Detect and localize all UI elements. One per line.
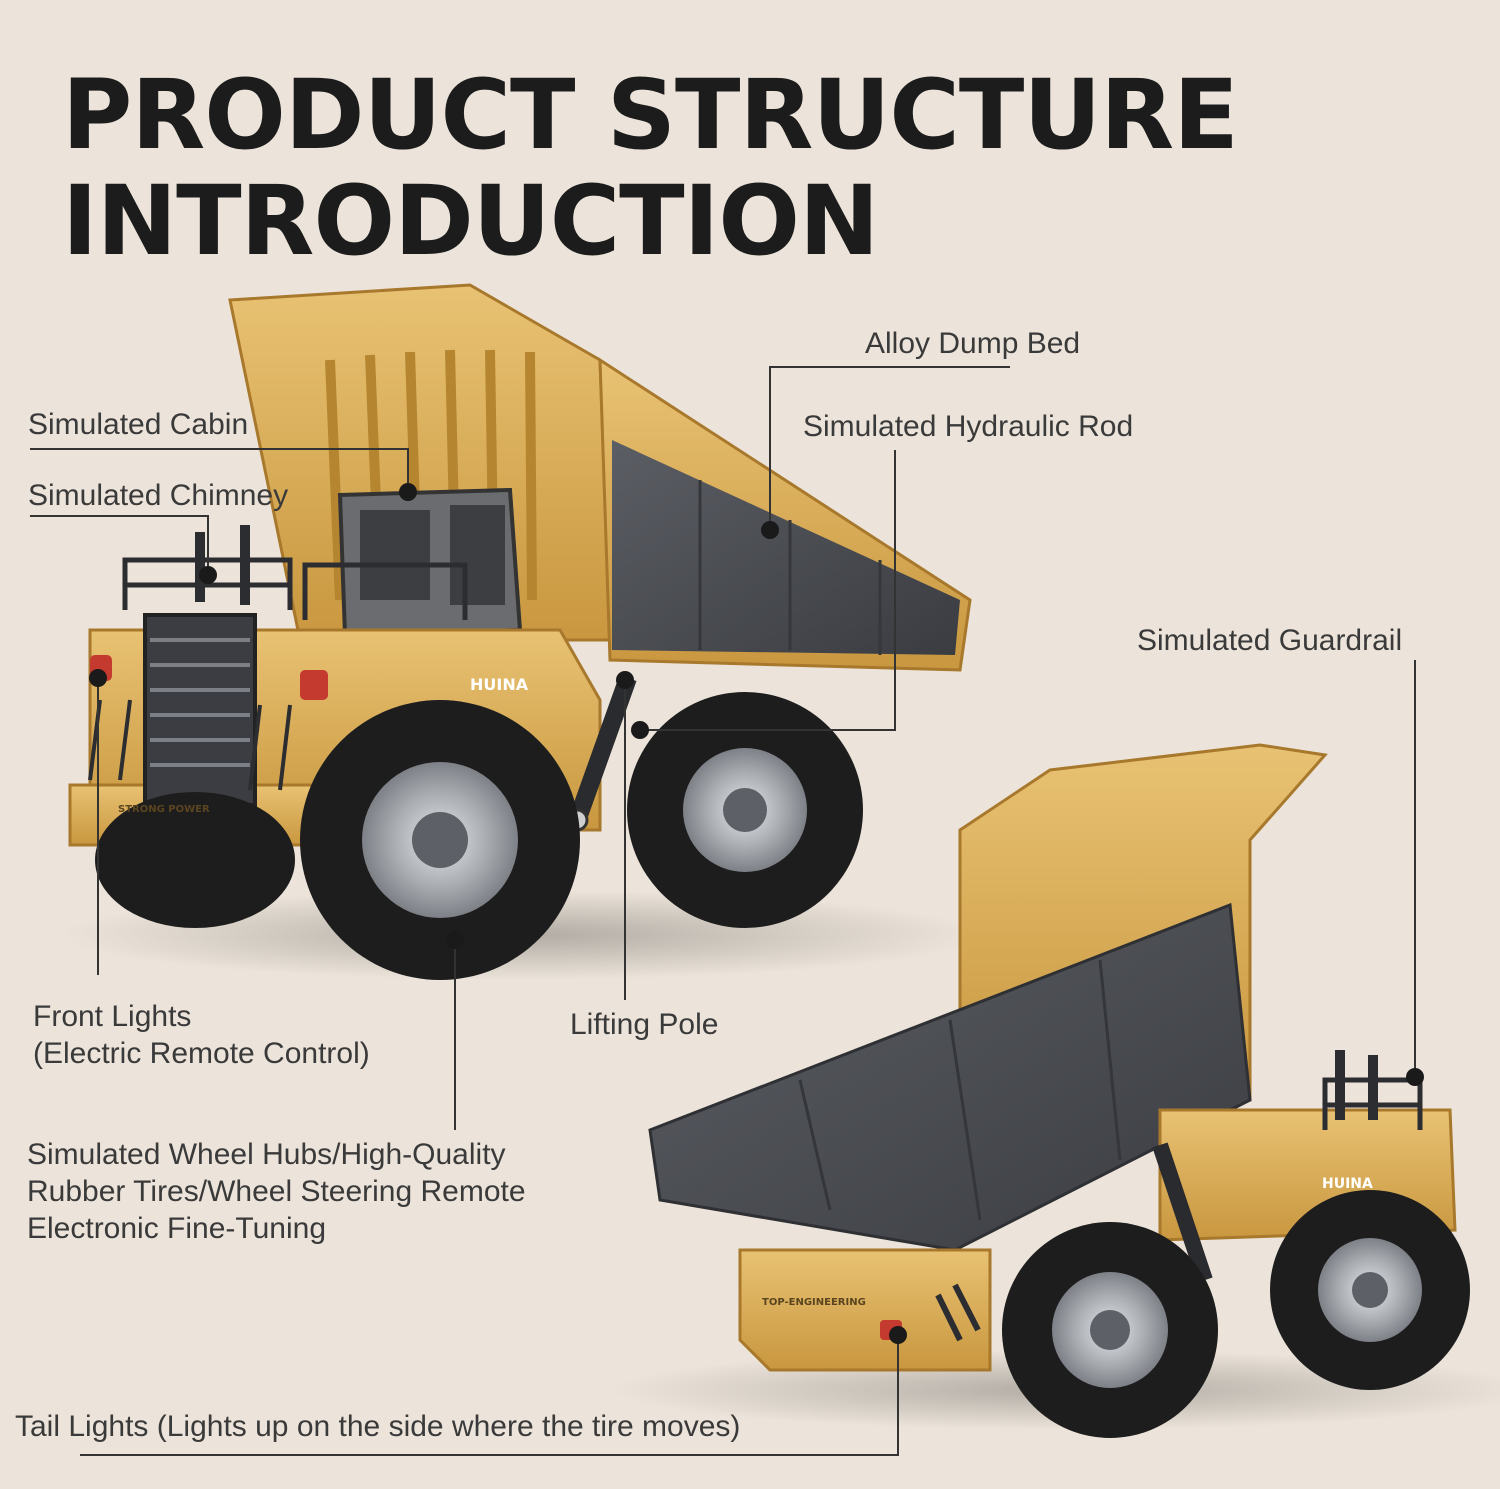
rear-truck-lifting-pole bbox=[1152, 1142, 1213, 1283]
rear-truck-dump-bed bbox=[648, 743, 1328, 1252]
callout-wheel-hubs-line2: Rubber Tires/Wheel Steering Remote bbox=[27, 1175, 526, 1208]
dot-wheel-hubs bbox=[446, 931, 464, 949]
callout-wheel-hubs: Simulated Wheel Hubs/High-Quality Rubber… bbox=[27, 1136, 526, 1247]
dot-simulated-cabin bbox=[399, 483, 417, 501]
dot-tail-lights bbox=[889, 1326, 907, 1344]
callout-tail-lights: Tail Lights (Lights up on the side where… bbox=[15, 1410, 741, 1443]
dot-hydraulic-rod bbox=[631, 721, 649, 739]
front-truck-dump-bed bbox=[228, 283, 972, 672]
callout-simulated-chimney: Simulated Chimney bbox=[28, 479, 289, 512]
rear-view-truck: HUINA TOP-ENGINEERING bbox=[610, 743, 1500, 1438]
callout-front-lights-line1: Front Lights bbox=[33, 1000, 192, 1033]
callout-simulated-cabin: Simulated Cabin bbox=[28, 408, 249, 441]
front-bumper-decal: STRONG POWER bbox=[118, 804, 210, 815]
front-truck-wheels bbox=[95, 692, 863, 980]
callout-simulated-guardrail: Simulated Guardrail bbox=[1137, 624, 1403, 657]
rear-brand-decal: HUINA bbox=[1322, 1176, 1373, 1192]
dot-simulated-guardrail bbox=[1406, 1068, 1424, 1086]
callout-wheel-hubs-line1: Simulated Wheel Hubs/High-Quality bbox=[27, 1138, 506, 1171]
rear-bumper-decal: TOP-ENGINEERING bbox=[762, 1297, 866, 1308]
dot-lifting-pole bbox=[616, 671, 634, 689]
callout-leader-lines bbox=[30, 366, 1416, 1456]
callout-front-lights: Front Lights (Electric Remote Control) bbox=[33, 998, 370, 1072]
front-view-truck: HUINA STRONG POWER bbox=[60, 283, 980, 980]
page-title-line1: PRODUCT STRUCTURE bbox=[62, 59, 1239, 171]
callout-alloy-dump-bed: Alloy Dump Bed bbox=[865, 327, 1081, 360]
callout-lifting-pole: Lifting Pole bbox=[570, 1008, 719, 1041]
rear-truck-wheels bbox=[1002, 1190, 1470, 1438]
page-title-line2: INTRODUCTION bbox=[62, 165, 879, 277]
callout-dots bbox=[89, 483, 1424, 1344]
front-brand-decal: HUINA bbox=[470, 675, 529, 694]
callout-front-lights-line2: (Electric Remote Control) bbox=[33, 1037, 370, 1070]
callout-simulated-hydraulic-rod: Simulated Hydraulic Rod bbox=[803, 410, 1134, 443]
dot-alloy-dump-bed bbox=[761, 521, 779, 539]
callout-wheel-hubs-line3: Electronic Fine-Tuning bbox=[27, 1212, 327, 1245]
dot-front-lights bbox=[89, 669, 107, 687]
page-title: PRODUCT STRUCTURE INTRODUCTION bbox=[62, 59, 1239, 277]
dot-simulated-chimney bbox=[199, 566, 217, 584]
